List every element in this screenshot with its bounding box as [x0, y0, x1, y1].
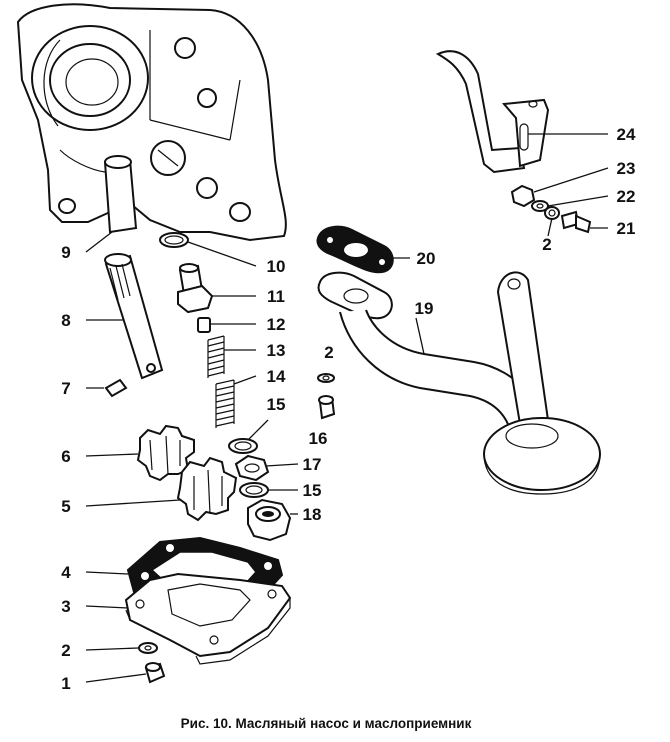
bolt-21	[560, 210, 592, 234]
pickup-gasket	[316, 225, 394, 274]
valve-spring	[207, 335, 225, 378]
label-13: 13	[267, 341, 286, 360]
leader-lines	[85, 133, 609, 683]
bolt-lower	[144, 662, 166, 684]
washer-lower	[138, 642, 158, 654]
washer-2-right	[544, 206, 560, 220]
label-23: 23	[617, 159, 636, 178]
label-6: 6	[61, 447, 70, 466]
driven-gear	[176, 456, 238, 522]
oil-pickup-pipe	[317, 271, 601, 495]
label-4: 4	[61, 563, 71, 582]
label-11: 11	[267, 287, 285, 306]
pin	[104, 378, 128, 398]
bolt-16	[318, 395, 336, 420]
label-12: 12	[267, 315, 286, 334]
nut-23	[510, 184, 536, 208]
label-15-lower: 15	[303, 481, 322, 500]
nut-17	[234, 454, 270, 482]
label-1: 1	[61, 674, 70, 693]
label-2-right: 2	[542, 235, 551, 254]
washer-middle	[317, 373, 335, 383]
label-16: 16	[309, 429, 328, 448]
valve-plunger	[197, 317, 211, 333]
label-2-middle: 2	[324, 343, 333, 362]
engine-front-cover	[16, 3, 287, 242]
valve-spring-outer	[215, 379, 235, 428]
sealing-ring-10	[159, 232, 189, 248]
valve-body	[177, 263, 214, 314]
drive-shaft	[104, 253, 164, 380]
label-22: 22	[617, 187, 636, 206]
bracket	[435, 50, 550, 174]
pump-cover	[124, 572, 292, 665]
label-18: 18	[303, 505, 322, 524]
label-7: 7	[61, 379, 70, 398]
label-8: 8	[61, 311, 70, 330]
label-9: 9	[61, 243, 70, 262]
washer-15-lower	[239, 482, 269, 498]
label-19: 19	[415, 299, 434, 318]
label-15-upper: 15	[267, 395, 286, 414]
label-3: 3	[61, 597, 70, 616]
drive-gear	[136, 424, 195, 482]
label-24: 24	[617, 125, 636, 144]
label-21: 21	[617, 219, 636, 238]
washer-15-upper	[228, 438, 258, 454]
label-5: 5	[61, 497, 70, 516]
label-20: 20	[417, 249, 436, 268]
part-numbers: 1 2 3 4 5 6 7 8 9 10 11 12 13 14 15 2 16…	[61, 125, 636, 693]
figure-caption: Рис. 10. Масляный насос и маслоприемник	[181, 716, 472, 731]
label-14: 14	[267, 367, 286, 386]
label-10: 10	[267, 257, 286, 276]
cap-nut	[247, 498, 292, 542]
label-17: 17	[303, 455, 322, 474]
label-2-lower: 2	[61, 641, 70, 660]
